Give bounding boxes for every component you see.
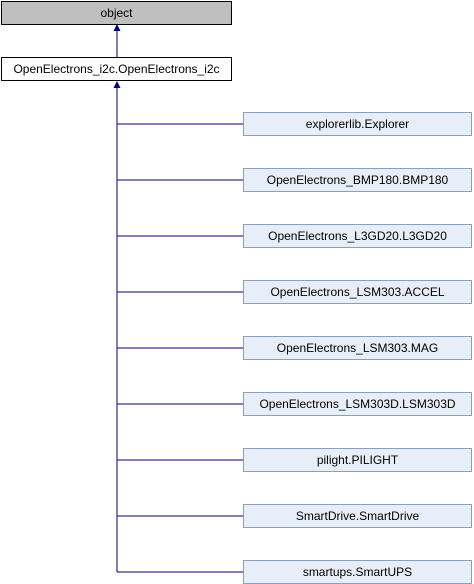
node-openelectrons-l3gd20[interactable]: OpenElectrons_L3GD20.L3GD20: [243, 224, 472, 248]
node-pilight[interactable]: pilight.PILIGHT: [243, 448, 472, 472]
node-openelectrons-lsm303d[interactable]: OpenElectrons_LSM303D.LSM303D: [243, 392, 472, 416]
node-openelectrons-bmp180[interactable]: OpenElectrons_BMP180.BMP180: [243, 168, 472, 192]
node-openelectrons-i2c[interactable]: OpenElectrons_i2c.OpenElectrons_i2c: [1, 57, 232, 81]
node-smartups[interactable]: smartups.SmartUPS: [243, 560, 472, 584]
edge-branches: [117, 123, 243, 573]
node-explorerlib-explorer[interactable]: explorerlib.Explorer: [243, 112, 472, 136]
edge-derived-trunk-arrowhead: [113, 81, 121, 88]
edge-current-to-base-arrowhead: [113, 24, 121, 31]
node-object[interactable]: object: [1, 1, 232, 25]
node-openelectrons-lsm303-mag[interactable]: OpenElectrons_LSM303.MAG: [243, 336, 472, 360]
node-openelectrons-lsm303-accel[interactable]: OpenElectrons_LSM303.ACCEL: [243, 280, 472, 304]
node-smartdrive[interactable]: SmartDrive.SmartDrive: [243, 504, 472, 528]
